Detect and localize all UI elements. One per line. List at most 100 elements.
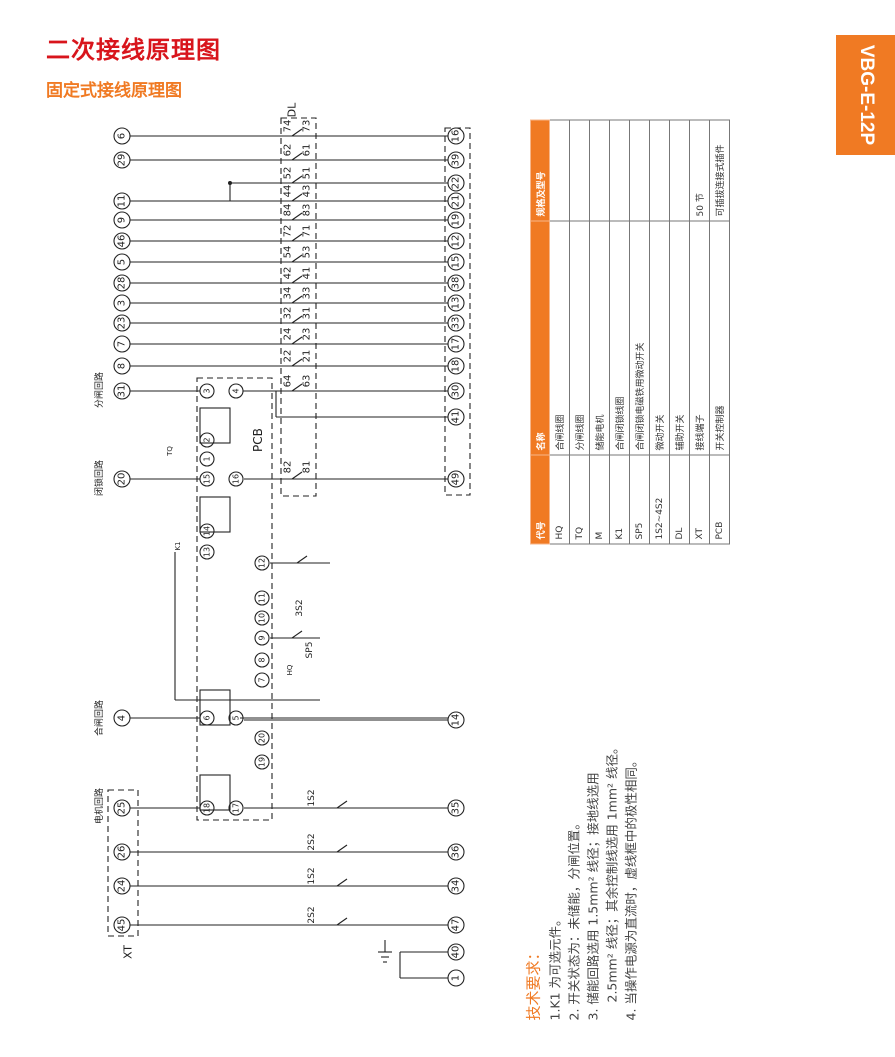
terminal-number: 20 <box>258 733 267 743</box>
terminal-number: 2 <box>203 437 212 442</box>
terminal-number: 30 <box>451 385 462 398</box>
terminal <box>447 174 465 192</box>
terminal-number: 9 <box>258 635 267 640</box>
cell-name: 微动开关 <box>649 221 670 455</box>
wire <box>291 630 303 639</box>
switch-label: 1S2 <box>307 789 317 806</box>
dl-contact-label: 42 <box>283 267 294 280</box>
cell-name: 储能电机 <box>589 221 610 455</box>
terminal <box>254 630 270 646</box>
cell-code: HQ <box>549 455 570 544</box>
cell-name: 合闸线圈 <box>549 221 570 455</box>
wire <box>291 254 303 263</box>
terminal-number: 41 <box>451 411 462 424</box>
terminal-number: 8 <box>258 657 267 662</box>
wire <box>291 383 303 392</box>
dl-contact-label: 81 <box>302 461 313 474</box>
dl-box <box>280 117 317 497</box>
terminal <box>199 383 215 399</box>
dl-contact-label: 31 <box>302 307 313 320</box>
terminal <box>228 471 244 487</box>
page-title: 二次接线原理图 <box>46 36 221 64</box>
terminal-number: 16 <box>232 474 241 484</box>
power-module <box>199 407 231 444</box>
terminal-number: 10 <box>258 613 267 623</box>
cell-spec: 50 节 <box>689 120 710 221</box>
cell-spec: 可插拔连接式插件 <box>709 120 730 221</box>
wire <box>336 917 348 926</box>
terminal-number: 47 <box>451 919 462 932</box>
dl-contact-label: 22 <box>283 350 294 363</box>
note-item: 2.5mm² 线径；其余控制线选用 1mm² 线径。 <box>604 741 620 1003</box>
terminal-number: 3 <box>203 388 212 393</box>
terminal-number: 13 <box>203 547 212 557</box>
terminal-number: 38 <box>451 277 462 290</box>
terminal-number: 5 <box>232 715 241 720</box>
terminal-number: 25 <box>117 802 128 815</box>
terminal-number: 8 <box>117 363 128 369</box>
terminal <box>113 274 131 292</box>
terminal-number: 19 <box>258 757 267 767</box>
terminal <box>113 127 131 145</box>
switch-label: 2S2 <box>307 906 317 923</box>
terminal-number: 7 <box>258 677 267 682</box>
dl-contact-label: 34 <box>283 287 294 300</box>
terminal-number: 29 <box>117 154 128 167</box>
pcb-label: PCB <box>251 428 265 452</box>
cell-spec <box>629 120 650 221</box>
wire <box>291 315 303 324</box>
dl-contact-label: 51 <box>302 167 313 180</box>
dl-contact-label: 33 <box>302 287 313 300</box>
terminal-number: 22 <box>451 177 462 190</box>
terminal <box>447 382 465 400</box>
dl-contact-label: 53 <box>302 246 313 259</box>
terminal-number: 35 <box>451 802 462 815</box>
terminal <box>113 314 131 332</box>
wire <box>291 152 303 161</box>
wire <box>291 295 303 304</box>
terminal-number: 12 <box>451 235 462 248</box>
page-subtitle: 固定式接线原理图 <box>46 81 182 101</box>
dl-contact-label: 32 <box>283 307 294 320</box>
cell-spec <box>589 120 610 221</box>
terminal-number: 14 <box>203 526 212 536</box>
terminal-number: 4 <box>117 715 128 721</box>
wire <box>291 193 303 202</box>
wire <box>336 878 348 887</box>
cell-spec <box>569 120 590 221</box>
dl-contact-label: 73 <box>302 120 313 133</box>
dl-contact-label: 41 <box>302 267 313 280</box>
terminal <box>447 357 465 375</box>
dl-contact-label: 43 <box>302 185 313 198</box>
terminal <box>113 253 131 271</box>
terminal <box>199 451 215 467</box>
dl-contact-label: 63 <box>302 375 313 388</box>
terminal-number: 3 <box>117 300 128 306</box>
terminal <box>447 232 465 250</box>
dl-contact-label: 24 <box>283 328 294 341</box>
dl-contact-label: 21 <box>302 350 313 363</box>
terminal-number: 21 <box>451 195 462 208</box>
header-code: 代号 <box>530 455 550 544</box>
switch-label: 3S2 <box>295 599 305 616</box>
technical-notes: 技术要求： 1.K1 为可选元件。 2. 开关状态为：未储能，分闸位置。 3. … <box>525 736 660 1021</box>
wire <box>291 471 303 480</box>
dl-contact-label: 64 <box>283 375 294 388</box>
dl-contact-label: 84 <box>283 204 294 217</box>
terminal-number: 13 <box>451 297 462 310</box>
terminal-number: 33 <box>451 317 462 330</box>
dl-contact-label: 82 <box>283 461 294 474</box>
terminal-number: 11 <box>258 593 267 603</box>
wire <box>291 212 303 221</box>
terminal-number: 18 <box>203 803 212 813</box>
terminal <box>447 408 465 426</box>
cell-code: DL <box>669 455 690 544</box>
terminal <box>199 471 215 487</box>
terminal <box>447 470 465 488</box>
header-name: 名称 <box>530 221 550 455</box>
